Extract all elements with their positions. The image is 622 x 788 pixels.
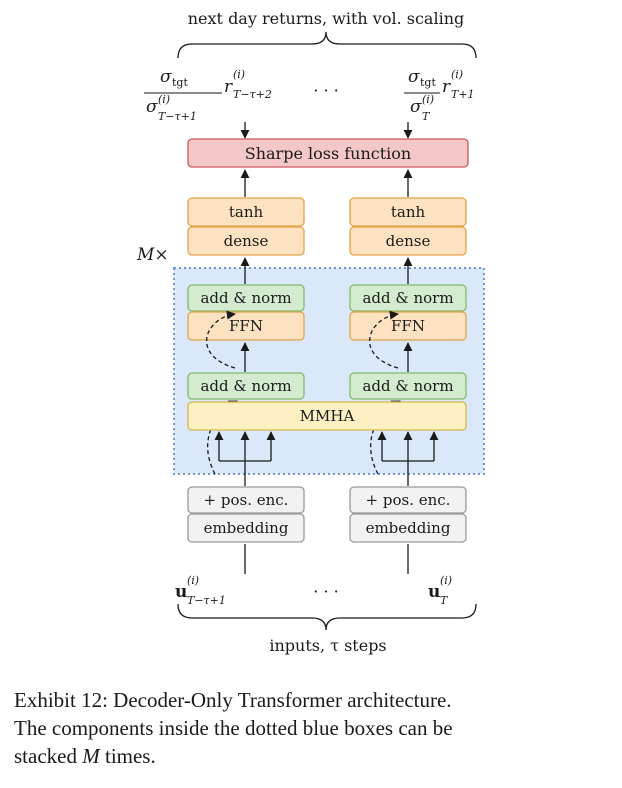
add-norm-bottom-left-box: [187, 372, 305, 400]
ffn-left-label: FFN: [229, 317, 263, 335]
caption-line-3-post: times.: [99, 744, 156, 768]
output-left-r-sub: T−τ+2: [233, 88, 272, 101]
stack-multiplier-label: M×: [136, 245, 169, 265]
pos-enc-left-box: [187, 486, 305, 514]
caption-line-2: The components inside the dotted blue bo…: [14, 716, 453, 740]
add-norm-bottom-left-label: add & norm: [200, 377, 291, 395]
output-right-r: r: [442, 77, 451, 97]
output-left-denominator: σ: [146, 97, 158, 117]
tanh-left-box: [187, 197, 305, 227]
input-right-sub: T: [440, 594, 449, 607]
bottom-brace: [177, 603, 477, 631]
caption-line-1: Exhibit 12: Decoder-Only Transformer arc…: [14, 688, 452, 712]
top-brace: [177, 31, 477, 59]
dense-left-box: [187, 226, 305, 256]
transformer-diagram: next day returns, with vol. scaling σ tg…: [136, 9, 485, 655]
output-right-r-sup: (i): [451, 68, 463, 81]
output-left: σ tgt σ (i) T−τ+1 r (i) T−τ+2: [144, 67, 272, 123]
output-left-numerator-sub: tgt: [172, 76, 188, 89]
embedding-right-label: embedding: [366, 519, 451, 537]
dense-right-box: [349, 226, 467, 256]
add-norm-bottom-right-label: add & norm: [362, 377, 453, 395]
dense-left-label: dense: [224, 232, 269, 250]
caption-line-3: stacked M times.: [14, 742, 614, 770]
output-right: σ tgt σ (i) T r (i) T+1: [404, 67, 475, 123]
bottom-brace-label: inputs, τ steps: [269, 636, 386, 655]
dense-right-label: dense: [386, 232, 431, 250]
output-left-r: r: [224, 77, 233, 97]
output-right-denominator-sub: T: [422, 110, 431, 123]
input-left: u (i) T−τ+1: [175, 574, 226, 607]
input-left-u: u: [175, 582, 187, 602]
sharpe-loss-label: Sharpe loss function: [245, 144, 411, 163]
ffn-right-box: [349, 311, 467, 341]
mmha-label: MMHA: [300, 407, 355, 425]
tanh-right-box: [349, 197, 467, 227]
caption-line-3-var: M: [82, 744, 100, 768]
sharpe-loss-box: [187, 138, 469, 168]
figure-caption: Exhibit 12: Decoder-Only Transformer arc…: [14, 686, 614, 770]
add-norm-top-left-box: [187, 284, 305, 312]
output-right-r-sub: T+1: [451, 88, 475, 101]
input-right-u: u: [428, 582, 440, 602]
input-ellipsis: · · ·: [313, 582, 338, 601]
embedding-right-box: [349, 513, 467, 543]
output-ellipsis: · · ·: [313, 81, 338, 100]
output-right-numerator-sub: tgt: [420, 76, 436, 89]
mmha-box: [187, 401, 467, 431]
input-right: u (i) T: [428, 574, 452, 607]
top-brace-label: next day returns, with vol. scaling: [188, 9, 465, 28]
output-left-numerator: σ: [160, 67, 172, 87]
output-left-denominator-sup: (i): [158, 93, 170, 106]
output-left-denominator-sub: T−τ+1: [158, 110, 197, 123]
add-norm-top-left-label: add & norm: [200, 289, 291, 307]
ffn-left-box: [187, 311, 305, 341]
embedding-left-label: embedding: [204, 519, 289, 537]
output-right-denominator-sup: (i): [422, 93, 434, 106]
output-right-denominator: σ: [410, 97, 422, 117]
input-right-sup: (i): [440, 574, 452, 587]
pos-enc-left-label: + pos. enc.: [204, 491, 289, 509]
output-left-r-sup: (i): [233, 68, 245, 81]
embedding-left-box: [187, 513, 305, 543]
tanh-left-label: tanh: [229, 203, 264, 221]
input-left-sup: (i): [187, 574, 199, 587]
residual-ffn-left: [205, 310, 236, 369]
caption-line-3-pre: stacked: [14, 744, 83, 768]
ffn-right-label: FFN: [391, 317, 425, 335]
add-norm-bottom-right-box: [349, 372, 467, 400]
pos-enc-right-label: + pos. enc.: [366, 491, 451, 509]
output-right-numerator: σ: [408, 67, 420, 87]
add-norm-top-right-label: add & norm: [362, 289, 453, 307]
add-norm-top-right-box: [349, 284, 467, 312]
tanh-right-label: tanh: [391, 203, 426, 221]
residual-ffn-right: [368, 310, 399, 369]
pos-enc-right-box: [349, 486, 467, 514]
input-left-sub: T−τ+1: [187, 594, 226, 607]
